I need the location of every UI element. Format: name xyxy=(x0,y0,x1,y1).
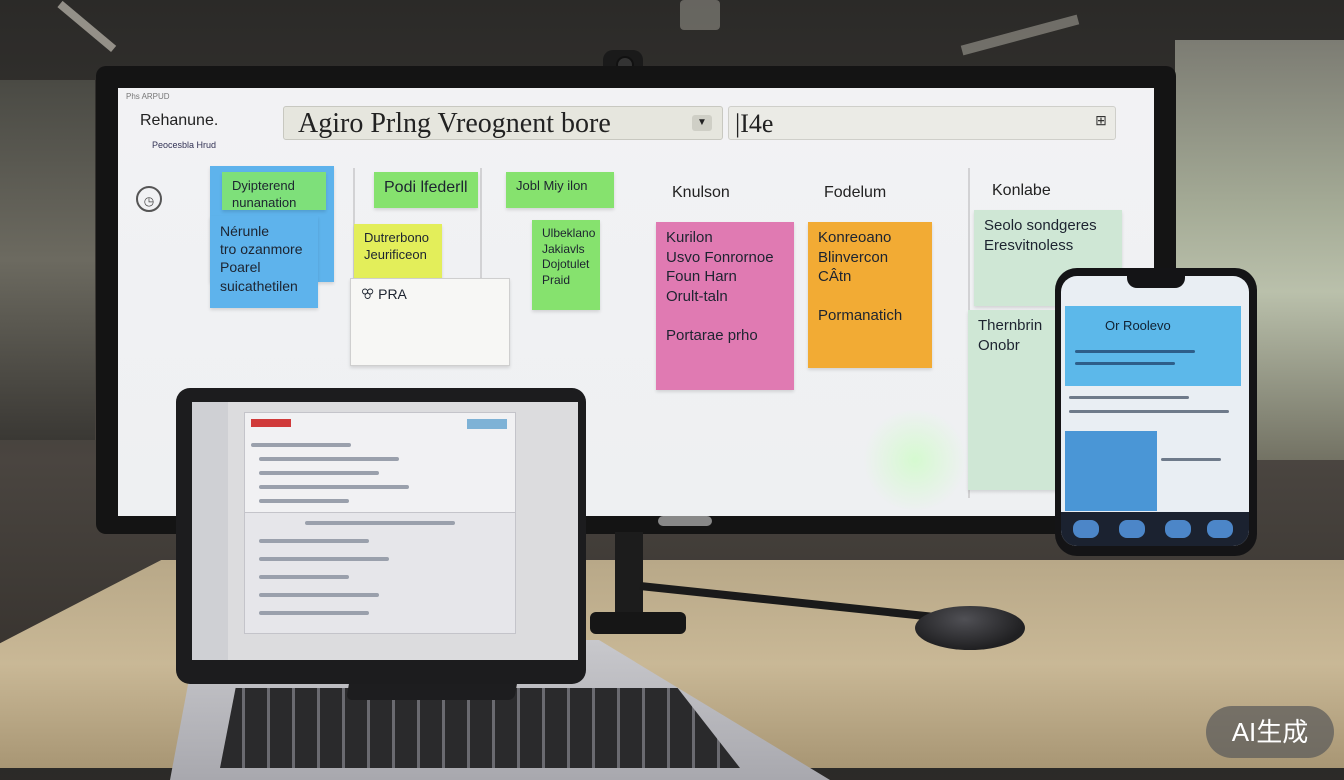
sub-label: Peocesbla Hrud xyxy=(152,140,217,150)
text-line xyxy=(259,611,369,615)
sticky-note[interactable]: Jobl Miy ilon xyxy=(506,172,614,208)
monitor-stand-base xyxy=(590,612,686,634)
sticky-note[interactable]: Thernbrin Onobr xyxy=(968,310,1064,490)
laptop-sidebar xyxy=(192,402,228,660)
settings-icon[interactable]: ⊞ xyxy=(1095,112,1107,128)
text-line xyxy=(259,575,349,579)
sticky-note[interactable]: Nérunle tro ozanmore Poarel suicathetile… xyxy=(210,216,318,308)
kanban-board-screen: Phs ARPUD Rehanune. Peocesbla Hrud ◷ Agi… xyxy=(118,88,1154,516)
text-line xyxy=(259,557,389,561)
app-icon[interactable] xyxy=(1207,520,1233,538)
monitor-logo xyxy=(658,516,712,526)
monitor-stand xyxy=(615,532,643,622)
column-heading: Konlabe xyxy=(992,182,1051,199)
text-line xyxy=(259,457,399,461)
board-title-text: Agiro Prlng Vreognent bore xyxy=(298,108,611,139)
laptop-screen xyxy=(192,402,578,660)
background-window-left xyxy=(0,80,95,440)
laptop-list-panel xyxy=(244,512,516,634)
text-line xyxy=(259,485,409,489)
text-line xyxy=(1069,396,1189,399)
ai-generated-badge: AI生成 xyxy=(1206,706,1334,758)
text-line xyxy=(251,443,351,447)
sticky-note[interactable]: Kurilon Usvo Fonrornoe Foun Harn Orult-t… xyxy=(656,222,794,390)
card-note[interactable]: ꕢ PRA xyxy=(350,278,510,366)
text-line xyxy=(259,471,379,475)
ceiling-light xyxy=(960,14,1080,56)
ceiling-light xyxy=(680,0,720,30)
sticky-note[interactable]: Ulbeklano Jakiavls Dojotulet Praid xyxy=(532,220,600,310)
sticky-note[interactable]: Podi lfederll xyxy=(374,172,478,208)
app-icon[interactable] xyxy=(1165,520,1191,538)
text-line xyxy=(1075,362,1175,365)
ceiling-light xyxy=(57,0,117,53)
highlight-marker xyxy=(251,419,291,427)
text-line xyxy=(259,539,369,543)
phone-screen: Or Roolevo xyxy=(1061,276,1249,546)
phone-app-card[interactable]: Or Roolevo xyxy=(1065,306,1241,386)
column-heading: Knulson xyxy=(672,184,730,201)
text-line xyxy=(259,593,379,597)
app-icon[interactable] xyxy=(1119,520,1145,538)
lens-glare xyxy=(860,410,970,510)
computer-mouse xyxy=(915,606,1025,650)
button-badge[interactable] xyxy=(467,419,507,429)
laptop-document-panel xyxy=(244,412,516,514)
text-line xyxy=(259,499,349,503)
sticky-note[interactable]: Konreoano Blinvercon CÂtn Pormanatich xyxy=(808,222,932,368)
phone-image-card[interactable] xyxy=(1065,431,1157,511)
phone-notch xyxy=(1127,276,1185,288)
board-title[interactable]: Agiro Prlng Vreognent bore ▼ xyxy=(283,106,723,140)
text-line xyxy=(305,521,455,525)
text-line xyxy=(1075,350,1195,353)
column-divider xyxy=(480,168,482,278)
sticky-note[interactable]: Dutrerbono Jeurificeon xyxy=(354,224,442,284)
chevron-down-icon[interactable]: ▼ xyxy=(692,115,712,131)
text-line xyxy=(1069,410,1229,413)
sticky-note[interactable]: Dyipterend nunanation xyxy=(222,172,326,210)
clock-icon[interactable]: ◷ xyxy=(136,186,162,212)
column-heading: Fodelum xyxy=(824,184,887,201)
rename-button[interactable]: Rehanune. xyxy=(140,112,219,129)
phone-app-title: Or Roolevo xyxy=(1105,318,1171,333)
top-small-label: Phs ARPUD xyxy=(126,92,170,101)
laptop-keyboard xyxy=(220,688,740,768)
text-line xyxy=(1161,458,1221,461)
phone-dock xyxy=(1061,512,1249,546)
app-icon[interactable] xyxy=(1073,520,1099,538)
board-title-extra[interactable]: |I4e xyxy=(728,106,1116,140)
